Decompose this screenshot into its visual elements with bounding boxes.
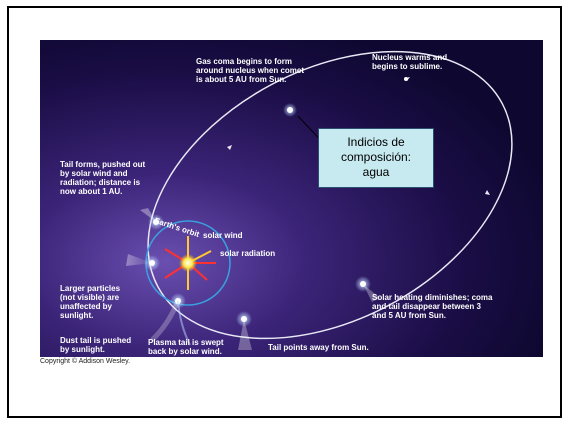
comet-tail (126, 254, 152, 266)
comet-fading-nucleus (360, 281, 366, 287)
sun-group (164, 236, 216, 290)
callout-box: Indicios de composición: agua (318, 128, 434, 188)
solar-radiation-label: solar radiation (220, 249, 276, 258)
orbit-arrow-icon (485, 190, 490, 195)
comet-tail (238, 319, 252, 350)
comet-orbit-diagram (40, 40, 543, 357)
comet-orbit (147, 50, 513, 340)
comet-nucleus-far (404, 77, 408, 81)
dust-tail (150, 300, 181, 342)
comet-orbit-figure: Gas coma begins to form around nucleus w… (40, 40, 543, 357)
gas-coma-label: Gas coma begins to form around nucleus w… (196, 57, 305, 84)
space-background (40, 40, 543, 357)
plasma-tail-label: Plasma tail is swept back by solar wind. (148, 338, 224, 356)
sun-icon (179, 254, 197, 272)
copyright-text: Copyright © Addison Wesley. (40, 358, 131, 365)
larger-particles-label: Larger particles (not visible) are unaff… (60, 284, 121, 320)
comet-tail (363, 284, 380, 302)
nucleus-warms-label: Nucleus warms and begins to sublime. (372, 53, 448, 71)
comet-tail (140, 208, 156, 222)
solar-wind-label: solar wind (203, 231, 243, 240)
comet-outbound-nucleus (241, 316, 247, 322)
dust-tail-label: Dust tail is pushed by sunlight. (60, 336, 132, 354)
plasma-tail (177, 300, 191, 346)
orbit-arrow-icon (227, 145, 232, 150)
tail-forms-label: Tail forms, pushed out by solar wind and… (60, 160, 146, 196)
tail-points-label: Tail points away from Sun. (268, 343, 369, 352)
comet-tail-forming-nucleus (153, 219, 159, 225)
solar-heating-label: Solar heating diminishes; coma and tail … (372, 293, 493, 320)
comet-nucleus (287, 107, 293, 113)
